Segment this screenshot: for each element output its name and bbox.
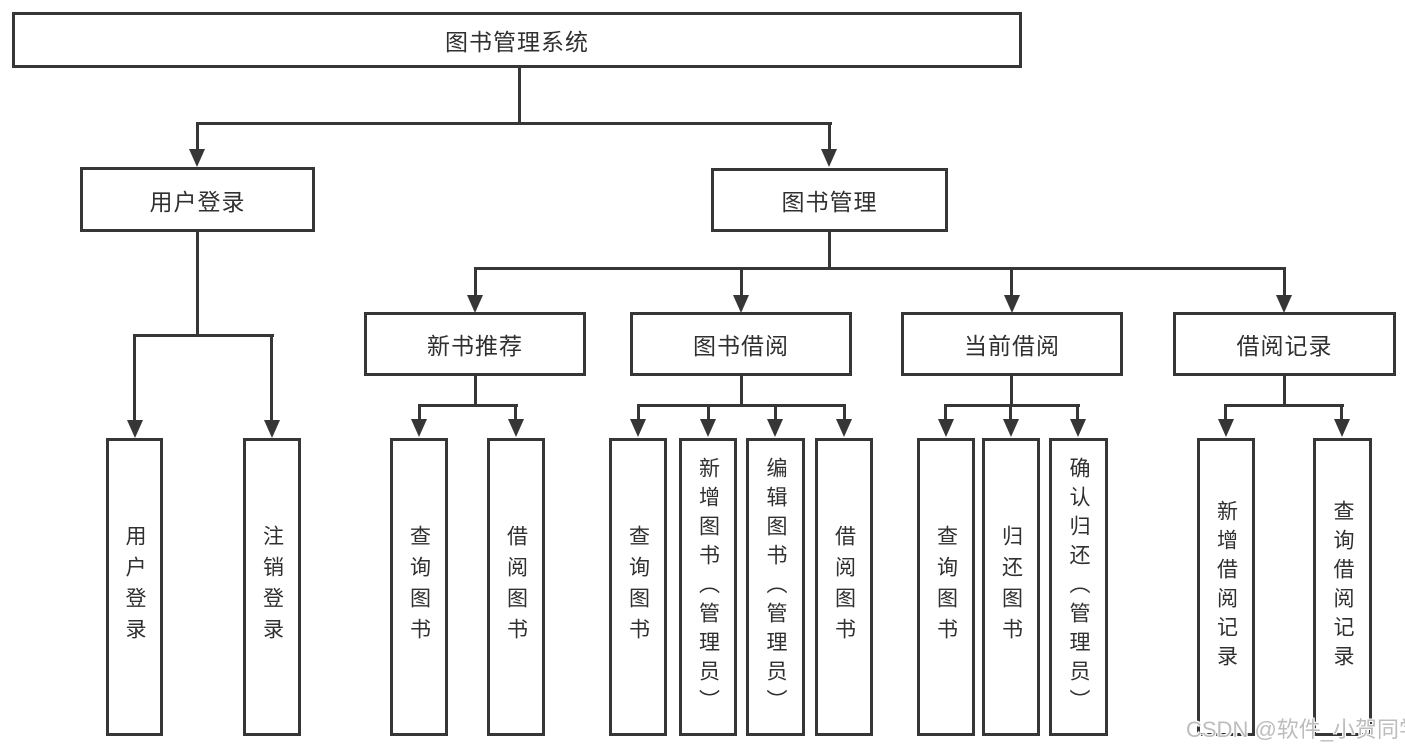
- connector-leaf: [707, 404, 710, 420]
- node-leaf-logout: 注销登录: [243, 438, 301, 736]
- node-leaf-add-book-admin: 新增图书（管理员）: [679, 438, 737, 736]
- connector-to-user-login: [196, 122, 199, 150]
- connector-leaf: [514, 404, 517, 420]
- node-new-book-recommend: 新书推荐: [364, 312, 586, 376]
- connector-current-stem: [1010, 374, 1013, 407]
- node-label: 用户登录: [123, 525, 146, 649]
- arrowhead-icon: [189, 149, 205, 167]
- arrowhead-icon: [508, 419, 524, 437]
- arrowhead-icon: [127, 420, 143, 438]
- node-label: 编辑图书（管理员）: [764, 456, 787, 718]
- connector-leaf: [843, 404, 846, 420]
- connector-root-hline: [196, 122, 832, 125]
- connector-records-stem: [1283, 374, 1286, 407]
- node-leaf-query-books-current: 查询图书: [917, 438, 975, 736]
- node-label: 查询图书: [626, 525, 650, 649]
- connector-to-new-book: [474, 267, 477, 298]
- node-label: 当前借阅: [964, 333, 1060, 359]
- node-label: 查询图书: [934, 525, 958, 649]
- connector-current-hline: [945, 404, 1080, 407]
- connector-leaf: [637, 404, 640, 420]
- node-label: 借阅图书: [832, 525, 856, 649]
- arrowhead-icon: [411, 419, 427, 437]
- node-book-borrowing: 图书借阅: [630, 312, 852, 376]
- arrowhead-icon: [767, 419, 783, 437]
- connector-to-borrow-records: [1283, 267, 1286, 298]
- connector-borrow-stem: [740, 374, 743, 407]
- connector-management-stem: [828, 230, 831, 270]
- node-leaf-confirm-return-admin: 确认归还（管理员）: [1049, 438, 1108, 736]
- node-leaf-query-borrow-record: 查询借阅记录: [1313, 438, 1372, 736]
- arrowhead-icon: [264, 420, 280, 438]
- connector-leaf: [1340, 404, 1343, 420]
- node-label: 归还图书: [999, 525, 1023, 649]
- arrowhead-icon: [821, 149, 837, 167]
- node-label: 注销登录: [260, 525, 284, 649]
- csdn-watermark: CSDN @软件_小贺同学: [1186, 717, 1405, 742]
- connector-to-login-leaf: [133, 334, 136, 422]
- arrowhead-icon: [1004, 295, 1020, 313]
- connector-to-logout-leaf: [270, 334, 273, 422]
- node-label: 借阅记录: [1236, 333, 1333, 359]
- node-label: 图书管理: [781, 189, 878, 215]
- arrowhead-icon: [630, 419, 646, 437]
- connector-root-stem: [518, 66, 521, 125]
- node-label: 图书管理系统: [445, 29, 589, 55]
- node-label: 新增借阅记录: [1214, 500, 1238, 674]
- connector-newbook-stem: [474, 374, 477, 407]
- node-leaf-return-books: 归还图书: [982, 438, 1040, 736]
- node-library-management-system: 图书管理系统: [12, 12, 1022, 68]
- node-label: 新书推荐: [427, 333, 523, 359]
- connector-records-hline: [1225, 404, 1344, 407]
- connector-to-book-management: [828, 122, 831, 150]
- node-user-login: 用户登录: [80, 167, 315, 232]
- arrowhead-icon: [938, 419, 954, 437]
- arrowhead-icon: [1003, 419, 1019, 437]
- connector-leaf: [774, 404, 777, 420]
- connector-to-current-borrow: [1010, 267, 1013, 298]
- node-current-borrowing: 当前借阅: [901, 312, 1123, 376]
- node-label: 借阅图书: [504, 525, 528, 649]
- node-label: 新增图书（管理员）: [696, 456, 720, 718]
- connector-leaf: [1009, 404, 1012, 420]
- connector-borrow-hline: [637, 404, 846, 407]
- arrowhead-icon: [733, 295, 749, 313]
- arrowhead-icon: [700, 419, 716, 437]
- connector-leaf: [418, 404, 421, 420]
- arrowhead-icon: [467, 295, 483, 313]
- arrowhead-icon: [1070, 419, 1086, 437]
- connector-management-hline: [474, 267, 1286, 270]
- node-leaf-edit-book-admin: 编辑图书（管理员）: [746, 438, 805, 736]
- connector-leaf: [1224, 404, 1227, 420]
- connector-login-hline: [133, 334, 274, 337]
- node-leaf-query-books-borrowing: 查询图书: [609, 438, 667, 736]
- arrowhead-icon: [1276, 295, 1292, 313]
- connector-leaf: [1076, 404, 1079, 420]
- node-borrowing-records: 借阅记录: [1173, 312, 1396, 376]
- node-label: 图书借阅: [693, 333, 789, 359]
- node-leaf-borrow-books: 借阅图书: [815, 438, 873, 736]
- node-leaf-borrow-books-recommend: 借阅图书: [487, 438, 545, 736]
- arrowhead-icon: [1334, 419, 1350, 437]
- arrowhead-icon: [836, 419, 852, 437]
- node-label: 确认归还（管理员）: [1067, 456, 1090, 718]
- node-label: 用户登录: [149, 188, 246, 215]
- node-leaf-add-borrow-record: 新增借阅记录: [1197, 438, 1255, 736]
- arrowhead-icon: [1218, 419, 1234, 437]
- node-label: 查询图书: [407, 525, 431, 649]
- connector-to-book-borrow: [740, 267, 743, 298]
- connector-leaf: [944, 404, 947, 420]
- node-label: 查询借阅记录: [1331, 500, 1354, 674]
- node-leaf-user-login: 用户登录: [106, 438, 163, 736]
- node-leaf-query-books-recommend: 查询图书: [390, 438, 448, 736]
- connector-newbook-hline: [418, 404, 518, 407]
- node-book-management: 图书管理: [711, 168, 948, 232]
- connector-login-stem: [196, 230, 199, 337]
